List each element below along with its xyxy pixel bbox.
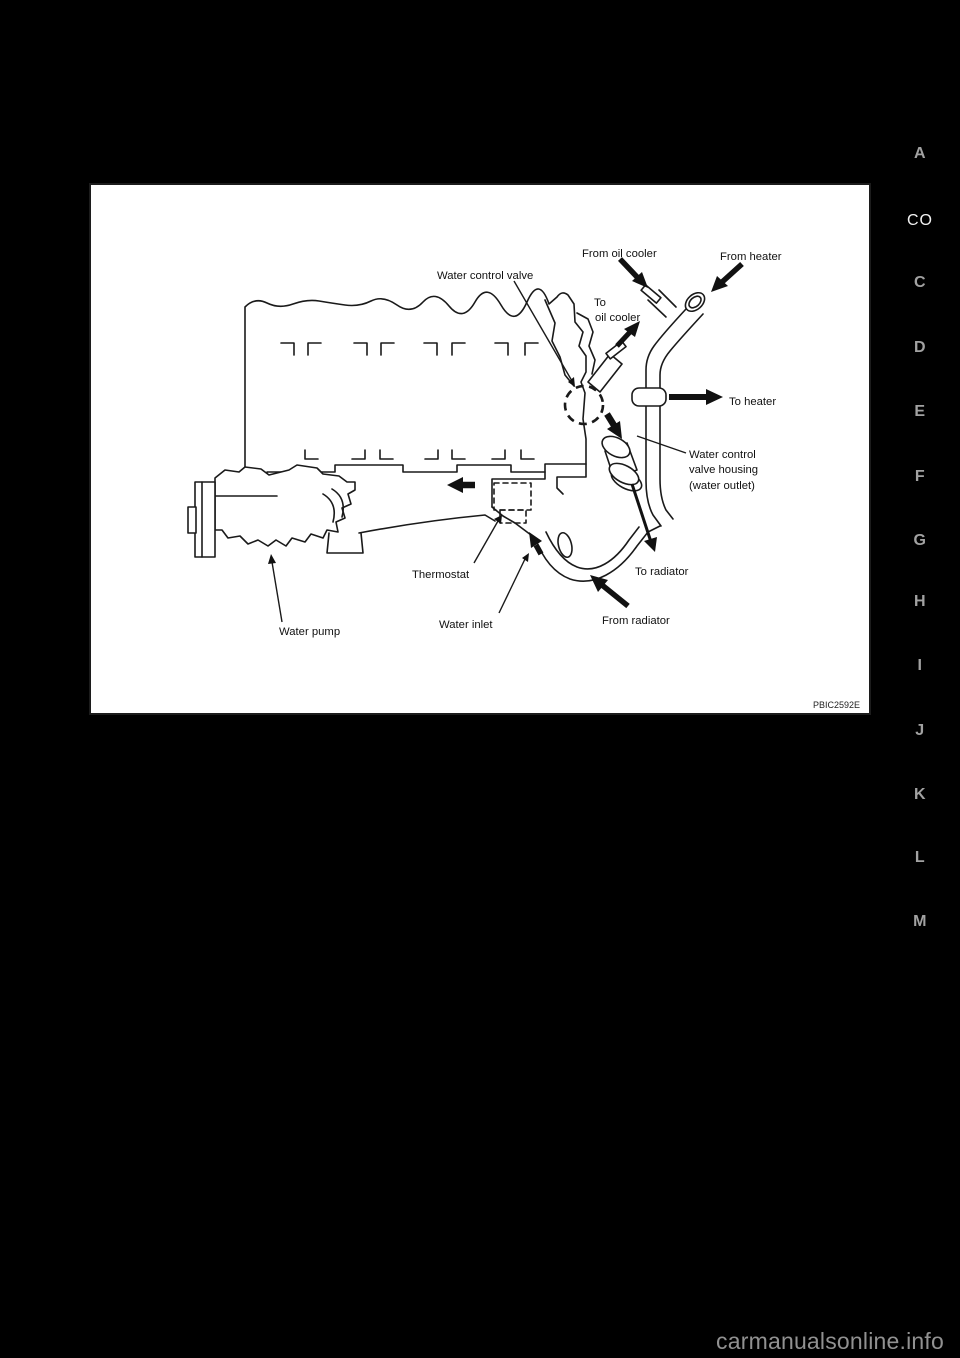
label-from-heater: From heater	[720, 251, 782, 263]
label-from-oil-cooler: From oil cooler	[582, 248, 657, 260]
water-control-valve-marker	[563, 384, 605, 426]
section-tab-a: A	[913, 145, 927, 162]
site-watermark: carmanualsonline.info	[716, 1328, 944, 1354]
heater-pipe-drawing	[631, 284, 706, 527]
label-wcv-housing-2: valve housing	[689, 464, 758, 476]
leader-lines	[268, 280, 687, 623]
water-pump-drawing	[187, 464, 356, 558]
label-to-radiator: To radiator	[635, 566, 689, 578]
label-from-radiator: From radiator	[602, 615, 670, 627]
section-tab-j: J	[915, 722, 925, 739]
figure-labels: Water control valve From oil cooler From…	[279, 248, 860, 710]
engine-block-drawing	[244, 288, 596, 495]
section-tab-g: G	[913, 532, 927, 549]
section-tab-k: K	[913, 786, 927, 803]
label-wcv-housing-1: Water control	[689, 449, 756, 461]
label-wcv-housing-3: (water outlet)	[689, 480, 755, 492]
radiator-hose-drawing	[534, 525, 661, 582]
oil-cooler-pipe-drawing	[587, 340, 627, 393]
label-water-pump: Water pump	[279, 626, 340, 638]
label-to-oil-cooler-2: oil cooler	[595, 312, 640, 324]
lower-block-drawing	[326, 471, 546, 554]
section-tab-co-current: CO	[907, 212, 933, 229]
flow-arrows	[447, 257, 744, 609]
section-tab-i: I	[917, 657, 923, 674]
section-tab-m: M	[913, 913, 927, 930]
section-tab-h: H	[913, 593, 927, 610]
figure-frame: Water control valve From oil cooler From…	[89, 183, 871, 715]
section-index-sidebar: A CO C D E F G H I J K L M	[898, 0, 942, 1000]
figure-id-code: PBIC2592E	[813, 700, 860, 710]
section-tab-l: L	[914, 849, 926, 866]
label-to-oil-cooler-1: To	[594, 297, 606, 309]
section-tab-c: C	[913, 274, 927, 291]
cooling-system-diagram: Water control valve From oil cooler From…	[187, 248, 860, 710]
section-tab-f: F	[914, 468, 926, 485]
to-heater-fitting	[631, 387, 667, 407]
valve-housing-drawing	[601, 435, 643, 492]
section-tab-d: D	[913, 339, 927, 356]
section-tab-e: E	[914, 403, 926, 420]
label-water-inlet: Water inlet	[439, 619, 493, 631]
label-to-heater: To heater	[729, 396, 776, 408]
label-water-control-valve: Water control valve	[437, 270, 533, 282]
label-thermostat: Thermostat	[412, 569, 470, 581]
